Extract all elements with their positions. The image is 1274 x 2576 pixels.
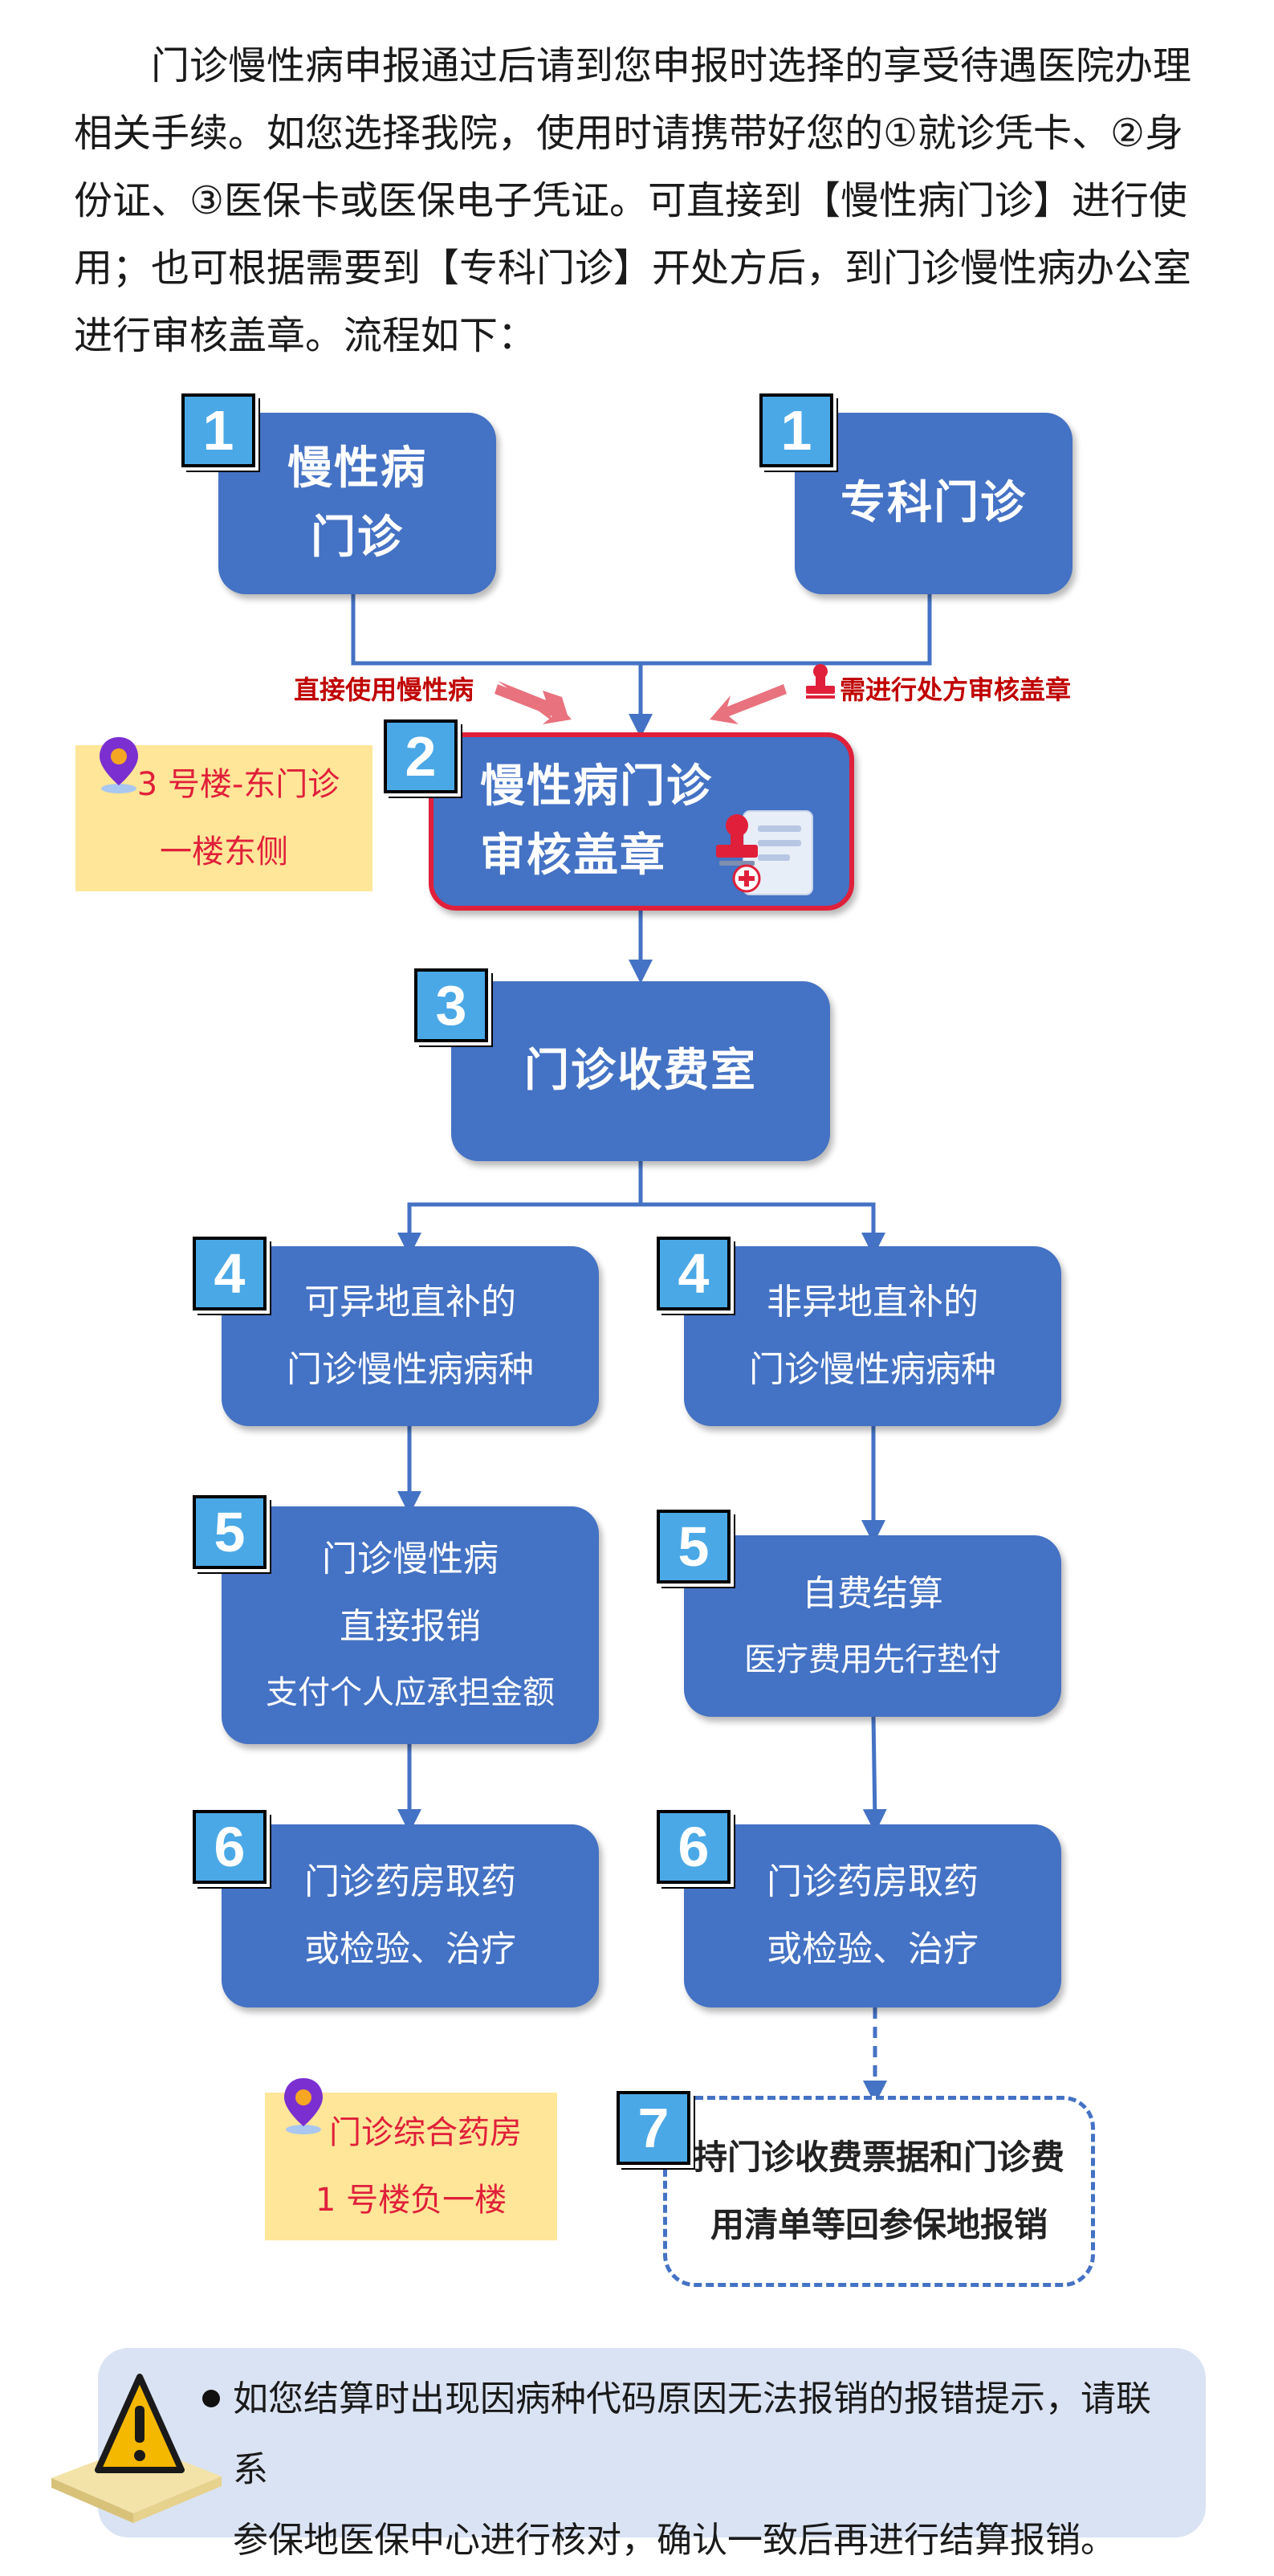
- location-line: 一楼东侧: [160, 834, 288, 870]
- connector-3-split-right: [641, 1202, 885, 1257]
- document-stamp-icon: [713, 805, 817, 903]
- step-number-badge: 5: [189, 1492, 270, 1572]
- warning-line: 参保地医保中心进行核对，确认一致后再进行结算报销。: [233, 2520, 1116, 2561]
- step-label: 门诊慢性病: [322, 1539, 499, 1579]
- step-number-badge: 7: [613, 2088, 694, 2168]
- warning-panel: [98, 2348, 1206, 2537]
- step-4-direct-compensation-type: 可异地直补的 门诊慢性病病种: [222, 1246, 599, 1426]
- intro-line: 相关手续。如您选择我院，使用时请携带好您的①就诊凭卡、②身: [74, 111, 1184, 156]
- step-label: 或检验、治疗: [304, 1929, 516, 1970]
- label-direct-use: 直接使用慢性病: [294, 675, 474, 705]
- step-label: 自费结算: [802, 1573, 943, 1614]
- step-label: 门诊慢性病病种: [749, 1349, 996, 1390]
- stamp-icon: [804, 663, 836, 702]
- map-pin-icon: [96, 736, 141, 798]
- step-4-non-direct-compensation-type: 非异地直补的 门诊慢性病病种: [684, 1246, 1061, 1426]
- step-label: 医疗费用先行垫付: [744, 1641, 1001, 1678]
- connector-5b-6b: [862, 1716, 887, 1833]
- step-3-cashier: 门诊收费室: [451, 981, 830, 1161]
- step-number-badge: 6: [653, 1807, 734, 1887]
- step-label: 直接报销: [340, 1606, 481, 1647]
- step-number-badge: 3: [411, 965, 491, 1045]
- step-label: 可异地直补的: [304, 1282, 516, 1323]
- step-5-direct-reimbursement: 门诊慢性病 直接报销 支付个人应承担金额: [222, 1506, 599, 1744]
- location-line: 1 号楼负一楼: [315, 2182, 507, 2219]
- intro-line: 份证、③医保卡或医保电子凭证。可直接到【慢性病门诊】进行使: [74, 178, 1188, 223]
- step-1-chronic-clinic: 慢性病 门诊: [218, 413, 496, 594]
- step-number-badge: 4: [189, 1233, 270, 1314]
- warning-triangle-icon: [43, 2366, 228, 2529]
- warning-line: 如您结算时出现因病种代码原因无法报销的报错提示，请联系: [233, 2378, 1151, 2490]
- step-number-badge: 2: [381, 716, 461, 797]
- step-label: 专科门诊: [841, 477, 1027, 529]
- step-6-pharmacy-right: 门诊药房取药 或检验、治疗: [684, 1824, 1061, 2007]
- pointer-arrow-left-shape: [495, 684, 572, 724]
- step-label: 门诊慢性病病种: [287, 1349, 534, 1390]
- location-line: 门诊综合药房: [329, 2114, 522, 2151]
- step-label: 持门诊收费票据和门诊费: [693, 2138, 1064, 2177]
- intro-line: 门诊慢性病申报通过后请到您申报时选择的享受待遇医院办理: [151, 43, 1192, 88]
- step-label: 门诊收费室: [524, 1045, 757, 1097]
- step-number-badge: 5: [653, 1506, 734, 1587]
- step-number-badge: 1: [178, 390, 258, 471]
- step-label: 审核盖章: [480, 829, 666, 882]
- step-number-badge: 4: [653, 1233, 734, 1314]
- step-label: 用清单等回参保地报销: [710, 2205, 1048, 2244]
- warning-text: 如您结算时出现因病种代码原因无法报销的报错提示，请联系 参保地医保中心进行核对，…: [233, 2364, 1180, 2576]
- pointer-arrow-right-shape: [710, 684, 787, 724]
- step-1-specialist-clinic: 专科门诊: [795, 413, 1073, 594]
- step-6-pharmacy-left: 门诊药房取药 或检验、治疗: [222, 1824, 599, 2007]
- step-label: 非异地直补的: [767, 1282, 979, 1323]
- connector-1a-down: [351, 594, 641, 666]
- intro-line: 进行审核盖章。流程如下：: [74, 313, 537, 358]
- location-line: 3 号楼-东门诊: [136, 766, 340, 803]
- step-number-badge: 6: [189, 1807, 270, 1887]
- step-number-badge: 1: [756, 390, 836, 471]
- step-label: 慢性病门诊: [480, 760, 713, 813]
- step-7-return-reimbursement: 持门诊收费票据和门诊费 用清单等回参保地报销: [663, 2096, 1095, 2287]
- connector-3-split: [397, 1161, 643, 1257]
- step-label: 慢性病: [287, 442, 427, 495]
- step-label: 门诊药房取药: [767, 1861, 979, 1902]
- map-pin-icon: [281, 2077, 326, 2139]
- step-5-self-pay-settlement: 自费结算 医疗费用先行垫付: [684, 1535, 1061, 1717]
- step-label: 门诊: [311, 512, 404, 564]
- location-note-pharmacy: 门诊综合药房 1 号楼负一楼: [265, 2093, 557, 2240]
- bullet-point: [202, 2390, 220, 2407]
- intro-line: 用；也可根据需要到【专科门诊】开处方后，到门诊慢性病办公室: [74, 246, 1192, 291]
- step-label: 支付个人应承担金额: [266, 1674, 555, 1711]
- intro-paragraph: 门诊慢性病申报通过后请到您申报时选择的享受待遇医院办理 相关手续。如您选择我院，…: [74, 32, 1206, 369]
- step-label: 或检验、治疗: [767, 1929, 979, 1970]
- label-need-stamp: 需进行处方审核盖章: [840, 675, 1072, 705]
- connector-1b-down: [641, 594, 932, 666]
- step-label: 门诊药房取药: [304, 1861, 516, 1902]
